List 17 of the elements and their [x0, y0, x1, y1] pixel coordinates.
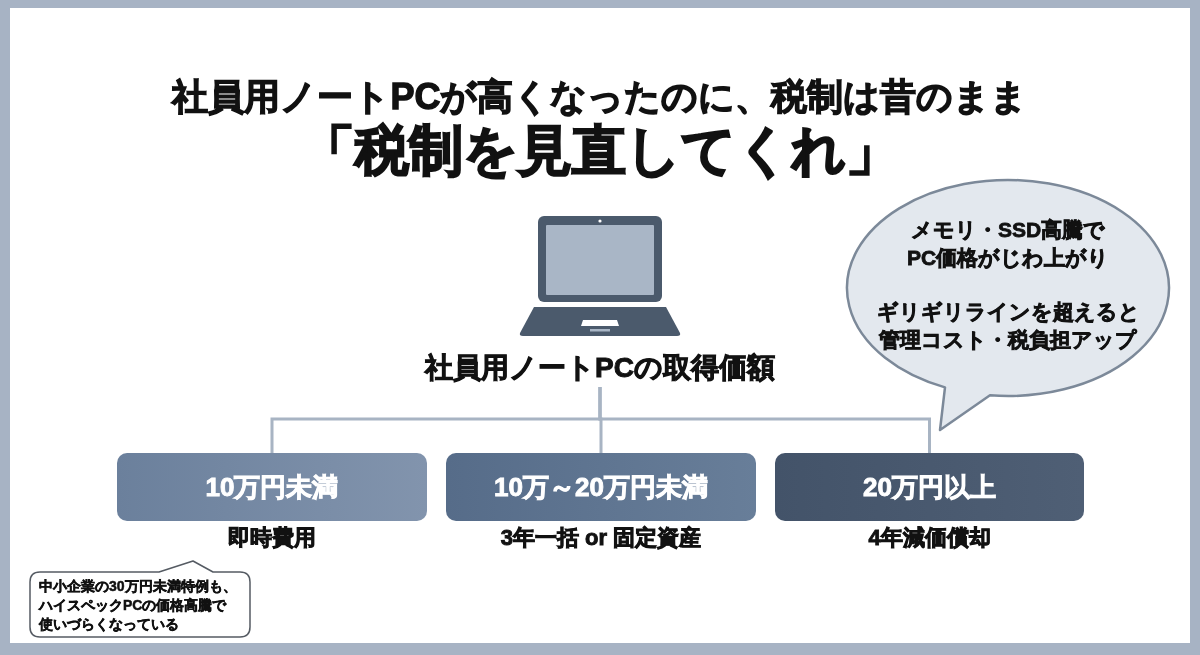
callout-note — [28, 559, 254, 640]
price-range-box — [446, 453, 756, 521]
treatment-label: 3年一括 or 固定資産 — [500, 526, 702, 550]
category-label: 社員用ノートPCの取得価額 — [425, 351, 775, 385]
connector-line — [598, 387, 931, 453]
price-range-box — [775, 453, 1084, 521]
range-label: 10万～20万円未満 — [494, 471, 708, 504]
price-range-box — [117, 453, 427, 521]
range-label: 10万円未満 — [205, 471, 339, 504]
range-label: 20万円以上 — [863, 471, 996, 504]
slogan-text: 「税制を見直してくれ」 — [300, 119, 900, 181]
title: 社員用ノートPCが高くなったのに、税制は昔のまま — [172, 76, 1028, 118]
note-text: 中小企業の30万円未満特例も、ハイスペックPCの価格高騰で使いづらくなっている — [39, 577, 238, 634]
treatment-label: 4年減価償却 — [868, 526, 991, 550]
bubble-text: ギリギリラインを超えると管理コスト・税負担アップ — [875, 299, 1141, 353]
treatment-label: 即時費用 — [228, 526, 316, 550]
bubble-text: メモリ・SSD高騰でPC価格がじわ上がり — [905, 217, 1111, 271]
